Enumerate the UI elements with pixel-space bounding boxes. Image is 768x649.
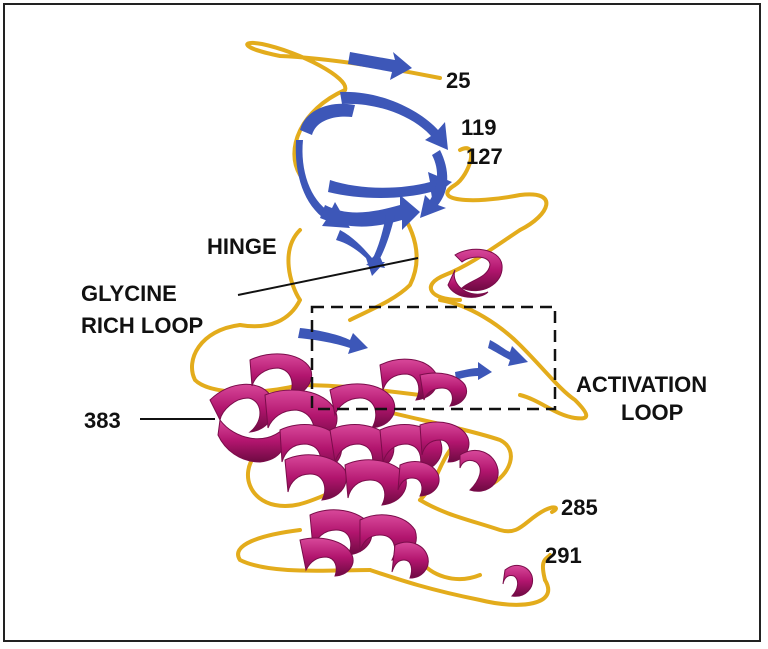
label-residue-119: 119 — [461, 115, 497, 140]
label-residue-127: 127 — [466, 144, 503, 169]
label-residue-291: 291 — [545, 543, 582, 568]
label-hinge: HINGE — [207, 234, 277, 259]
annotation-lines — [140, 257, 419, 420]
label-residue-25: 25 — [446, 68, 470, 93]
label-residue-285: 285 — [561, 495, 598, 520]
beta-strands — [295, 52, 528, 380]
label-residue-383: 383 — [84, 408, 121, 433]
label-activation-line2: LOOP — [621, 400, 683, 425]
label-glycine-line2: RICH LOOP — [81, 313, 203, 338]
label-glycine-line1: GLYCINE — [81, 281, 177, 306]
alpha-helices — [209, 248, 534, 597]
activation-loop-box — [310, 305, 557, 411]
diagram-labels: 25 119 127 HINGE GLYCINE RICH LOOP ACTIV… — [81, 68, 707, 568]
glycine-pointer-line — [237, 257, 419, 296]
label-activation-line1: ACTIVATION — [576, 372, 707, 397]
